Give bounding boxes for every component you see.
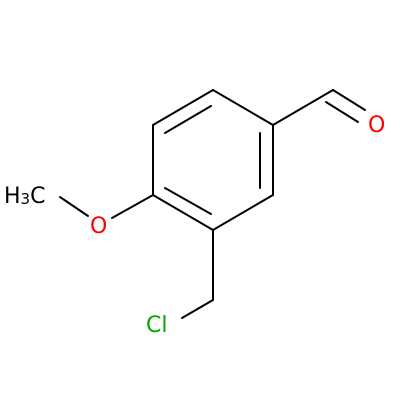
chlorine-label: Cl: [146, 313, 167, 338]
ring-bond-3: [212, 194, 274, 231]
ch2-to-cl-bond: [181, 299, 214, 319]
ring-bond-4: [152, 194, 214, 231]
methoxy-oxygen-label: O: [90, 214, 107, 239]
aldehyde-c-bond: [272, 89, 334, 126]
methyl-c: C: [30, 184, 45, 209]
aldehyde-oxygen-label: O: [368, 113, 385, 138]
methyl-label: H3C: [4, 184, 45, 209]
methyl-subscript: 3: [21, 190, 31, 208]
aldehyde-co-bond-a: [332, 89, 366, 111]
ring-bond-1: [212, 89, 274, 126]
methyl-h: H: [4, 184, 21, 209]
ring-bond-4-inner: [164, 187, 212, 215]
ring-to-methoxy-o-bond: [111, 194, 154, 219]
ring-bond-6: [152, 89, 214, 126]
methoxy-o-to-methyl-bond: [59, 196, 89, 217]
ring-bond-6-inner: [164, 105, 212, 134]
aldehyde-co-bond-b: [325, 101, 359, 123]
